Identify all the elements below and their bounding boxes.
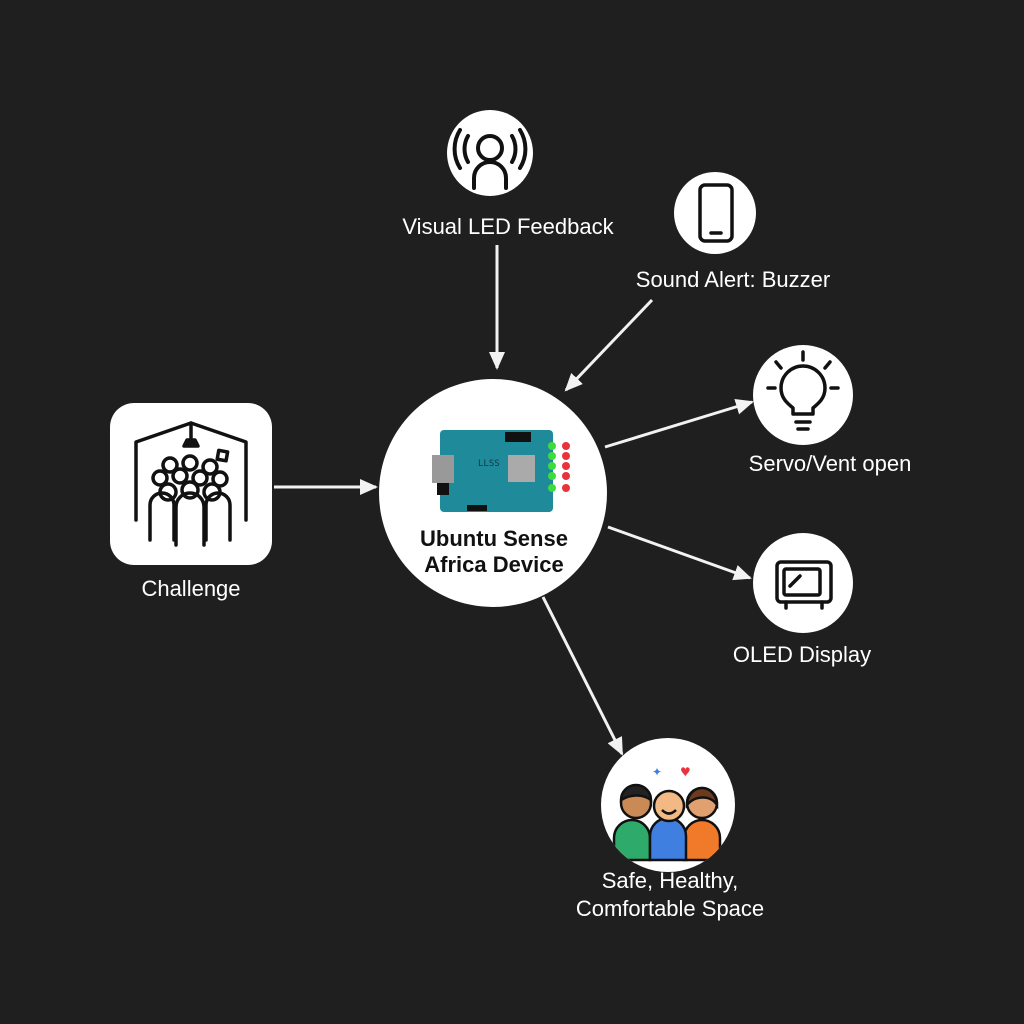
crowded-room-icon	[134, 421, 248, 547]
svg-text:✦: ✦	[652, 765, 662, 779]
person-alert-icon	[452, 128, 528, 190]
svg-text:LLSS: LLSS	[478, 459, 500, 469]
oled-label: OLED Display	[733, 642, 871, 667]
outcome-node: ✦ ♥	[601, 738, 735, 872]
happy-people-icon: ✦ ♥	[612, 765, 722, 862]
sound-alert-label: Sound Alert: Buzzer	[636, 267, 830, 292]
device-label-line1: Ubuntu Sense	[420, 526, 568, 551]
svg-text:♥: ♥	[680, 765, 691, 779]
outcome-label-line2: Comfortable Space	[576, 896, 764, 921]
device-label-line2: Africa Device	[424, 552, 563, 577]
lightbulb-icon	[766, 350, 840, 431]
servo-label: Servo/Vent open	[749, 451, 912, 476]
challenge-node	[110, 403, 272, 565]
outcome-label-line1: Safe, Healthy,	[602, 868, 739, 893]
arrow-buzzer-to-device	[564, 298, 654, 392]
visual-led-node	[447, 110, 533, 196]
visual-led-label: Visual LED Feedback	[402, 214, 614, 239]
arrow-device-to-oled	[607, 525, 752, 581]
display-icon	[775, 560, 833, 610]
arrow-device-to-outcome	[541, 596, 624, 756]
phone-icon	[698, 183, 734, 243]
challenge-label: Challenge	[141, 576, 240, 601]
arrow-device-to-servo	[604, 399, 754, 449]
oled-node	[753, 533, 853, 633]
servo-node	[753, 345, 853, 445]
microcontroller-board-icon: LLSS	[432, 430, 570, 512]
sound-alert-node	[674, 172, 756, 254]
device-node: LLSS Ubuntu Sense Africa Device	[379, 379, 607, 607]
